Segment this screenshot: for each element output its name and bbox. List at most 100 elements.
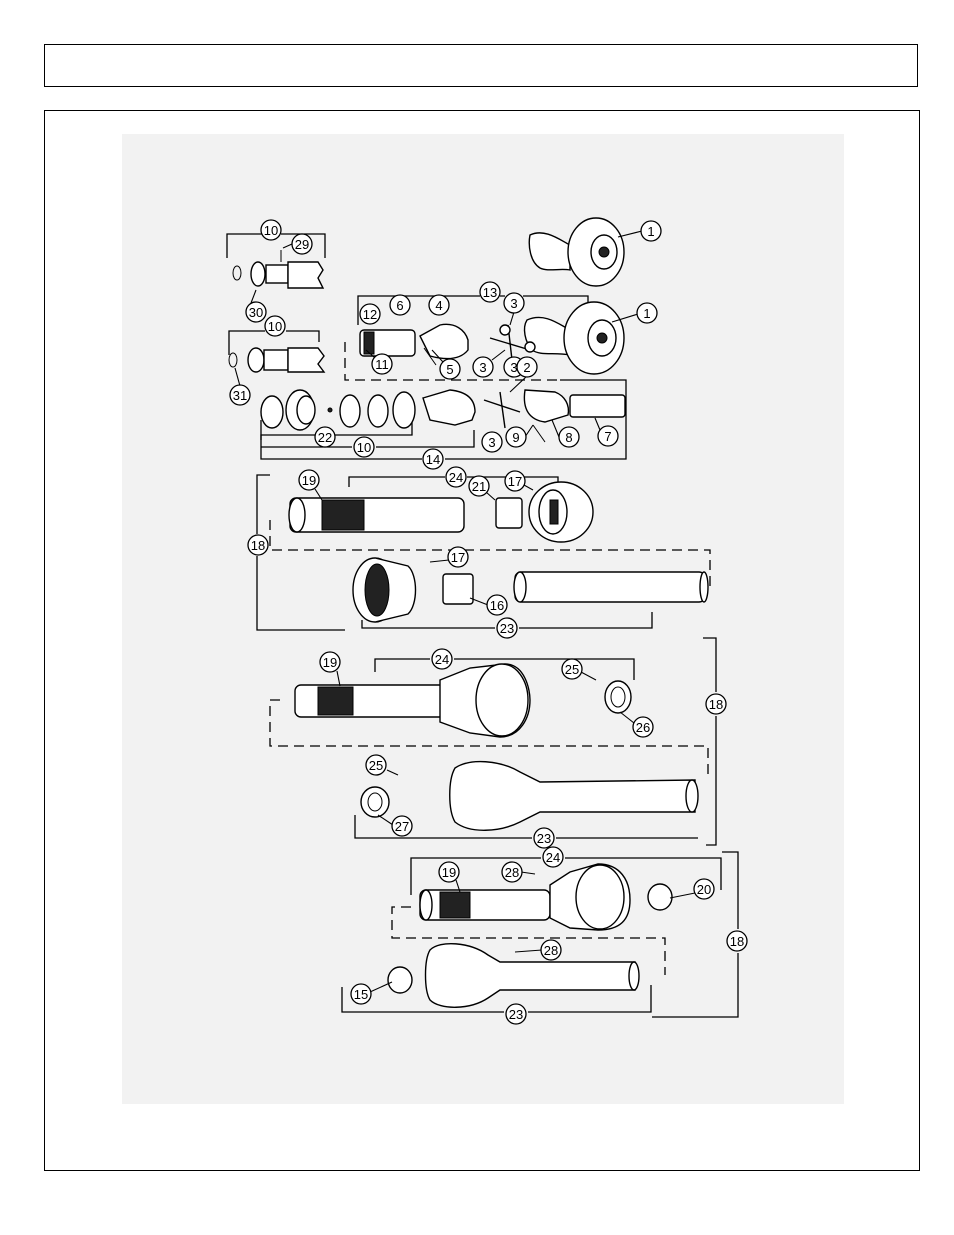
callout-label: 18 (251, 538, 265, 553)
callout-12: 12 (359, 303, 381, 325)
callout-label: 19 (323, 655, 337, 670)
callout-label: 12 (363, 307, 377, 322)
callout-18: 18 (705, 693, 727, 715)
callout-5: 5 (439, 358, 461, 380)
callout-label: 4 (435, 298, 442, 313)
callout-23: 23 (533, 827, 555, 849)
callout-label: 25 (369, 758, 383, 773)
guard-2-tube-part (294, 663, 632, 738)
callout-label: 20 (697, 882, 711, 897)
leader-lines (234, 230, 696, 993)
guard-tube-part (288, 497, 465, 533)
flange-yoke-part-2 (523, 301, 625, 375)
callout-28: 28 (501, 861, 523, 883)
callout-label: 27 (395, 819, 409, 834)
callout-2: 2 (516, 356, 538, 378)
callout-23: 23 (496, 617, 518, 639)
cross-bearing-part (489, 324, 536, 361)
callout-label: 10 (357, 440, 371, 455)
callout-22: 22 (314, 426, 336, 448)
guard-3-cone-part (387, 942, 640, 1008)
callout-7: 7 (597, 425, 619, 447)
callout-8: 8 (558, 426, 580, 448)
callout-19: 19 (438, 861, 460, 883)
callout-label: 25 (565, 662, 579, 677)
callout-24: 24 (542, 846, 564, 868)
callout-label: 9 (512, 430, 519, 445)
callout-label: 31 (233, 388, 247, 403)
callout-label: 26 (636, 720, 650, 735)
callout-label: 14 (426, 452, 440, 467)
diagram-frame (44, 110, 920, 1171)
callout-13: 13 (479, 281, 501, 303)
callout-25: 25 (365, 754, 387, 776)
callout-label: 3 (479, 360, 486, 375)
callout-1: 1 (640, 220, 662, 242)
callout-label: 23 (509, 1007, 523, 1022)
callout-label: 19 (302, 473, 316, 488)
callout-3: 3 (472, 356, 494, 378)
callout-label: 10 (264, 223, 278, 238)
callout-label: 16 (490, 598, 504, 613)
callout-label: 28 (505, 865, 519, 880)
callout-4: 4 (428, 294, 450, 316)
guard-cone-part (352, 557, 709, 623)
callout-20: 20 (693, 878, 715, 900)
callout-31: 31 (229, 384, 251, 406)
callout-9: 9 (505, 426, 527, 448)
yoke-assembly-part (232, 250, 325, 289)
callout-label: 28 (544, 943, 558, 958)
callout-label: 3 (510, 296, 517, 311)
yoke-lower-part (422, 389, 626, 443)
flange-yoke-part (528, 217, 625, 287)
callout-label: 19 (442, 865, 456, 880)
callout-25: 25 (561, 658, 583, 680)
callout-label: 2 (523, 360, 530, 375)
callout-label: 13 (483, 285, 497, 300)
callout-28: 28 (540, 939, 562, 961)
parts-art (228, 217, 709, 1008)
callout-23: 23 (505, 1003, 527, 1025)
callout-label: 29 (295, 237, 309, 252)
inner-tube-part (359, 329, 437, 366)
header-box (44, 44, 918, 87)
callout-label: 17 (451, 550, 465, 565)
callout-1: 1 (636, 302, 658, 324)
callout-label: 1 (643, 306, 650, 321)
callout-10: 10 (264, 315, 286, 337)
yoke-part (419, 323, 469, 360)
callout-label: 3 (510, 360, 517, 375)
callout-24: 24 (431, 648, 453, 670)
callout-10: 10 (260, 219, 282, 241)
callout-18: 18 (726, 930, 748, 952)
guard-3-tube-part (419, 863, 673, 931)
callout-3: 3 (503, 292, 525, 314)
callout-label: 22 (318, 430, 332, 445)
callout-24: 24 (445, 466, 467, 488)
yoke-assembly-part-2 (228, 347, 326, 373)
callout-label: 7 (604, 429, 611, 444)
callout-label: 3 (488, 435, 495, 450)
callout-label: 18 (709, 697, 723, 712)
callout-6: 6 (389, 294, 411, 316)
callout-19: 19 (319, 651, 341, 673)
callout-27: 27 (391, 815, 413, 837)
callout-label: 11 (375, 357, 389, 372)
callout-14: 14 (422, 448, 444, 470)
callout-label: 18 (730, 934, 744, 949)
callout-11: 11 (371, 353, 393, 375)
callout-label: 24 (546, 850, 560, 865)
callout-10: 10 (353, 436, 375, 458)
callout-21: 21 (468, 475, 490, 497)
callout-label: 24 (449, 470, 463, 485)
callout-19: 19 (298, 469, 320, 491)
callout-label: 8 (565, 430, 572, 445)
callout-18: 18 (247, 534, 269, 556)
callout-15: 15 (350, 983, 372, 1005)
callout-label: 10 (268, 319, 282, 334)
callout-label: 23 (537, 831, 551, 846)
callout-label: 15 (354, 987, 368, 1002)
callout-label: 30 (249, 305, 263, 320)
